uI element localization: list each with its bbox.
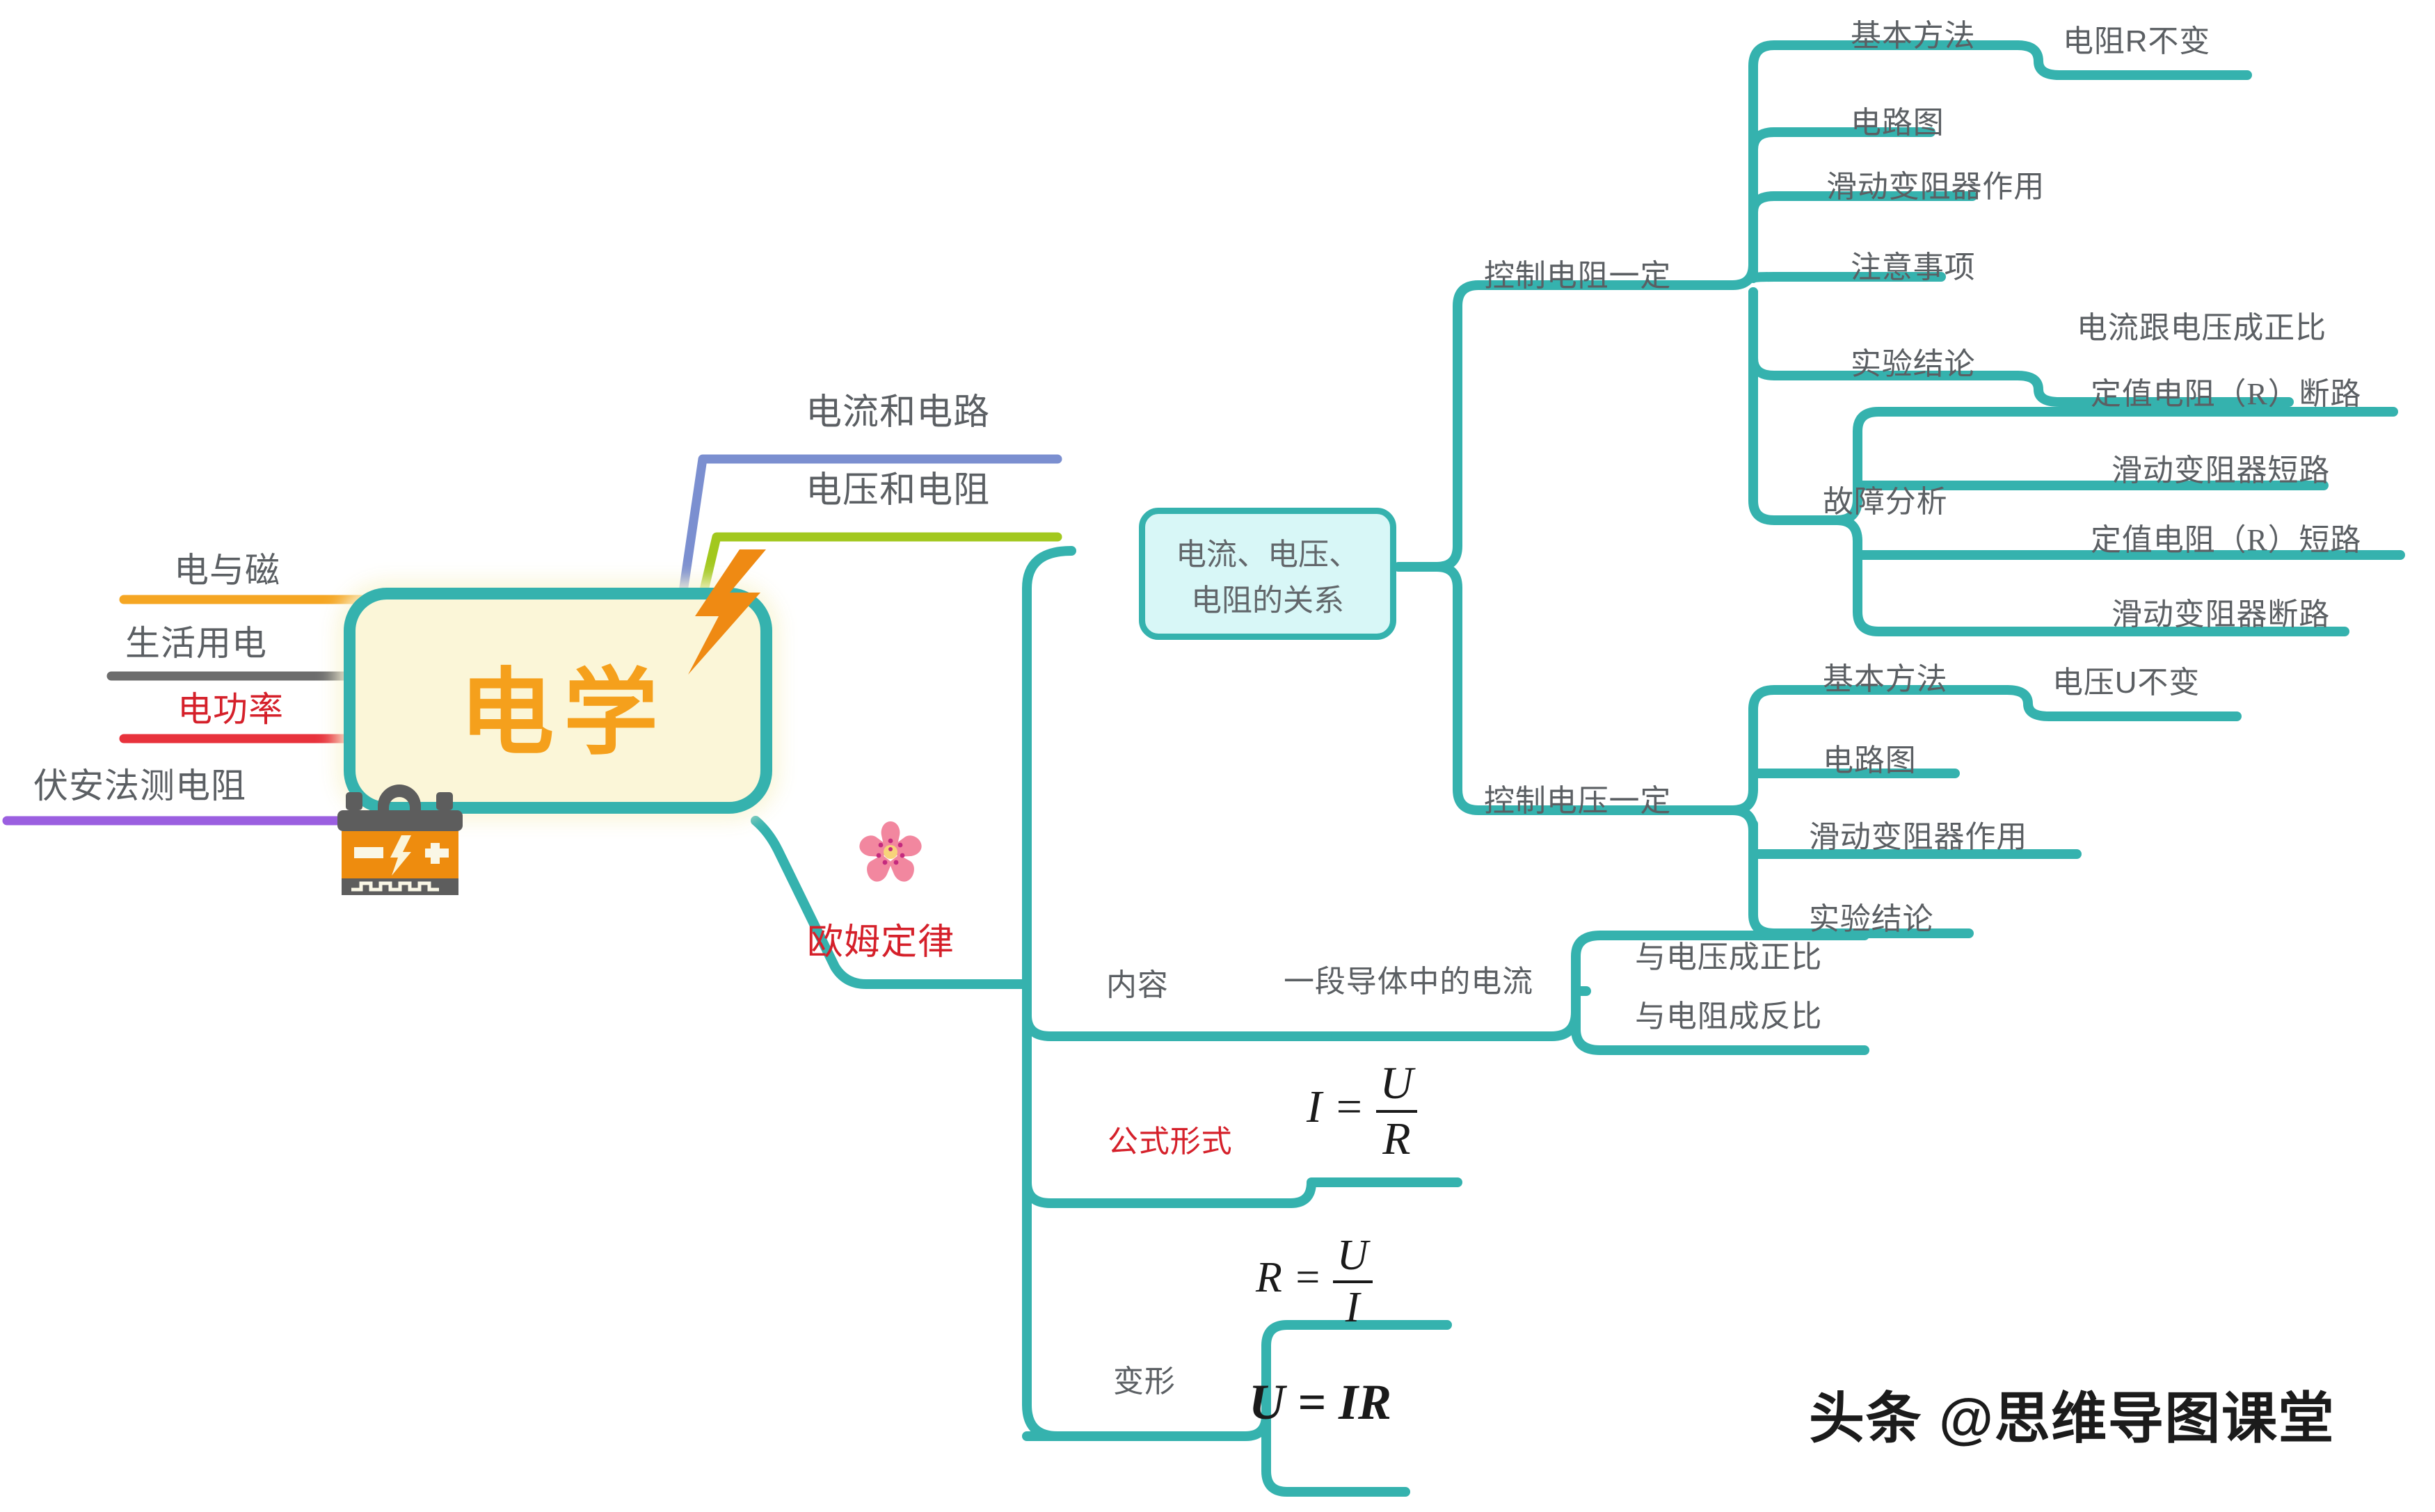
relation-node-title: 电流、电压、 电阻的关系 xyxy=(1176,538,1359,618)
branch-label-voltage-and-resistance[interactable]: 电压和电阻 xyxy=(806,471,991,510)
leaf-label-resistance-r-constant[interactable]: 电阻R不变 xyxy=(2063,24,2211,58)
central-node-title: 电学 xyxy=(459,662,668,766)
item-label-experiment-conclusion-1[interactable]: 实验结论 xyxy=(1851,347,1976,381)
formula-u-equals-ir: U = IR xyxy=(1249,1374,1392,1430)
node-label-current-in-conductor[interactable]: 一段导体中的电流 xyxy=(1284,965,1534,999)
item-label-basic-method-2[interactable]: 基本方法 xyxy=(1823,662,1948,696)
node-label-inverse-to-resistance[interactable]: 与电阻成反比 xyxy=(1635,999,1823,1034)
lightning-bolt-icon xyxy=(688,549,766,675)
node-label-content[interactable]: 内容 xyxy=(1106,968,1169,1002)
wire-fault-4 xyxy=(1832,515,2349,636)
leaf-label-voltage-u-constant[interactable]: 电压U不变 xyxy=(2052,666,2201,700)
wire-to-group-2 xyxy=(1432,562,1494,815)
branch-label-ohms-law[interactable]: 欧姆定律 xyxy=(807,923,955,963)
item-label-circuit-diagram-1[interactable]: 电路图 xyxy=(1851,106,1945,140)
wire-ohms-spine xyxy=(1022,546,1076,1441)
leaf-label-fixed-resistor-open[interactable]: 定值电阻（R）断路 xyxy=(2091,377,2362,411)
battery-icon xyxy=(337,785,463,895)
leaf-label-current-proportional-voltage[interactable]: 电流跟电压成正比 xyxy=(2077,311,2327,345)
wire-to-group-1 xyxy=(1432,280,1494,572)
item-label-rheostat-role-1[interactable]: 滑动变阻器作用 xyxy=(1826,170,2045,204)
wire-g2-item1-child xyxy=(2002,685,2242,721)
wire-g1-item2 xyxy=(1748,127,1935,269)
wire-formula-step xyxy=(1286,1177,1462,1208)
wire-g1-item1 xyxy=(1727,40,2022,290)
wire-ohms-trunk xyxy=(751,816,1027,989)
branch-label-electricity-magnetism[interactable]: 电与磁 xyxy=(174,551,280,590)
item-label-fault-analysis[interactable]: 故障分析 xyxy=(1823,485,1948,519)
wire-content xyxy=(1022,1011,1341,1041)
wire-g1-item5-child xyxy=(2013,371,2294,407)
branch-label-household-electricity[interactable]: 生活用电 xyxy=(125,624,267,663)
central-node[interactable] xyxy=(344,588,772,814)
item-label-basic-method-1[interactable]: 基本方法 xyxy=(1851,19,1976,53)
wire-g1-item3 xyxy=(1748,191,1977,269)
item-label-precautions[interactable]: 注意事项 xyxy=(1851,250,1976,284)
wire-g2-item2 xyxy=(1748,769,1960,794)
item-label-circuit-diagram-2[interactable]: 电路图 xyxy=(1823,743,1917,778)
wire-transform-up xyxy=(1261,1320,1452,1351)
watermark: 头条 @思维导图课堂 xyxy=(1809,1388,2336,1449)
wire-transform-down xyxy=(1261,1410,1410,1497)
branch-label-volt-ampere-method[interactable]: 伏安法测电阻 xyxy=(33,766,246,805)
wire-formula xyxy=(1022,1177,1295,1208)
wire-fault-2 xyxy=(1853,481,2329,504)
wire-inv-resistance xyxy=(1571,986,1869,1055)
leaf-label-rheostat-short[interactable]: 滑动变阻器短路 xyxy=(2111,453,2331,488)
leaf-label-rheostat-open[interactable]: 滑动变阻器断路 xyxy=(2111,597,2331,632)
relation-node[interactable]: 电流、电压、 电阻的关系 xyxy=(1139,508,1396,640)
branch-label-current-and-circuit[interactable]: 电流和电路 xyxy=(806,393,991,433)
wire-prop-voltage xyxy=(1571,931,1869,1017)
cherry-blossom-icon xyxy=(859,821,922,882)
wire-g1-item4 xyxy=(1748,259,1946,283)
item-label-experiment-conclusion-2[interactable]: 实验结论 xyxy=(1809,902,1934,936)
group-label-constant-voltage[interactable]: 控制电压一定 xyxy=(1484,784,1672,818)
item-label-rheostat-role-2[interactable]: 滑动变阻器作用 xyxy=(1809,820,2028,854)
branch-label-electric-power[interactable]: 电功率 xyxy=(177,690,284,729)
node-label-proportional-to-voltage[interactable]: 与电压成正比 xyxy=(1635,940,1823,974)
wire-g1-item1-child xyxy=(2013,40,2252,80)
wire-g1-item6 xyxy=(1748,287,1842,525)
node-label-transform[interactable]: 变形 xyxy=(1113,1365,1176,1399)
leaf-label-fixed-resistor-short[interactable]: 定值电阻（R）短路 xyxy=(2091,523,2362,557)
group-label-constant-resistance[interactable]: 控制电阻一定 xyxy=(1484,259,1672,293)
node-label-formula-form[interactable]: 公式形式 xyxy=(1108,1125,1233,1159)
wire-g2-item4 xyxy=(1727,805,1974,938)
